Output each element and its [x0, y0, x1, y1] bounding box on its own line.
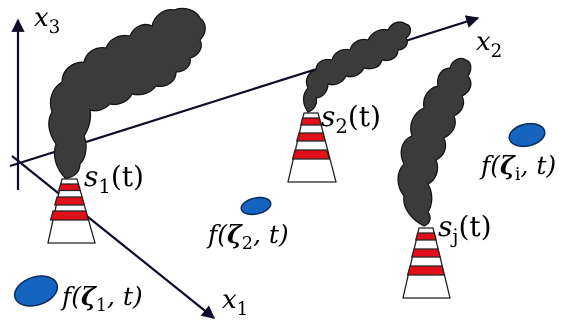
measurement-label-i: f(ζi, t) — [479, 151, 556, 185]
source-label-2: s2(t) — [321, 100, 381, 138]
sensor-zeta-1 — [13, 275, 59, 307]
x2-axis-label: x2 — [476, 27, 502, 62]
source-label-1: s1(t) — [84, 160, 144, 198]
x2-var: x — [476, 27, 491, 57]
smokestack-1 — [47, 178, 96, 244]
smoke-plume-1 — [48, 7, 206, 179]
smokestack-2 — [287, 112, 337, 183]
measurement-label-2: f(ζ2, t) — [206, 220, 289, 254]
x3-sub: 3 — [49, 17, 61, 38]
x1-var: x — [222, 285, 237, 315]
x1-axis-label: x1 — [222, 285, 248, 320]
x3-var: x — [34, 3, 49, 33]
smoke-plume-2 — [302, 21, 412, 113]
measurement-label-1: f(ζ1, t) — [60, 282, 143, 316]
x2-sub: 2 — [491, 41, 503, 62]
source-label-j: sj(t) — [438, 210, 492, 248]
x1-axis-line — [11, 155, 216, 319]
sensor-zeta-i — [508, 122, 546, 148]
smoke-plume-j — [397, 57, 472, 227]
smokestack-j — [402, 227, 451, 299]
sensor-zeta-2 — [240, 196, 272, 216]
x3-axis-label: x3 — [34, 3, 60, 38]
x1-sub: 1 — [237, 299, 249, 320]
